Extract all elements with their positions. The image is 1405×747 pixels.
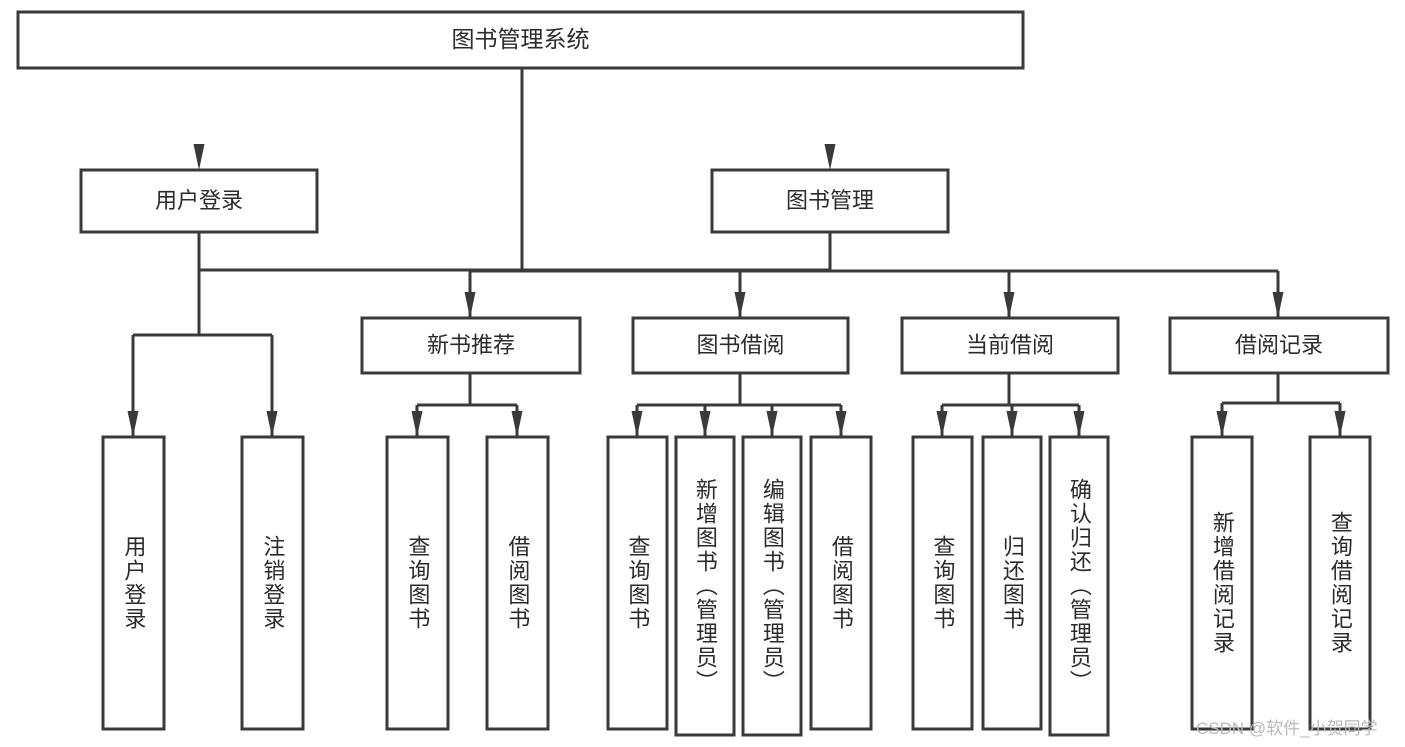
- node-label-root: 图书管理系统: [452, 26, 590, 52]
- node-box-leaf-edit-book-admin[interactable]: [741, 435, 803, 737]
- node-box-leaf-borrow-book-new[interactable]: [485, 435, 550, 731]
- arrow-head-icon: [1216, 411, 1228, 437]
- arrow-head-icon: [835, 411, 847, 437]
- edge-userlogin-bus: [127, 232, 278, 437]
- node-label-borrow-record: 借阅记录: [1235, 332, 1323, 357]
- connector-layer: [127, 68, 1346, 437]
- node-label-book-manage: 图书管理: [786, 188, 874, 213]
- edge-currentborrow-bus: [936, 373, 1085, 437]
- node-box-book-manage[interactable]: [710, 168, 950, 234]
- node-box-current-borrow[interactable]: [900, 316, 1120, 375]
- node-label-user-login: 用户登录: [155, 188, 243, 213]
- node-box-book-borrow[interactable]: [631, 316, 850, 375]
- arrow-head-icon: [824, 144, 836, 170]
- arrow-head-icon: [631, 411, 643, 437]
- arrow-head-icon: [1003, 292, 1015, 318]
- node-box-new-book-recommend[interactable]: [360, 316, 582, 375]
- node-box-leaf-query-book-new[interactable]: [385, 435, 450, 731]
- node-box-leaf-query-book-current[interactable]: [911, 435, 974, 731]
- node-box-leaf-user-login[interactable]: [101, 435, 166, 731]
- node-box-leaf-query-book-borrow[interactable]: [606, 435, 669, 731]
- edge-newbook-bus: [411, 373, 523, 437]
- arrow-head-icon: [127, 411, 139, 437]
- node-box-leaf-query-borrow-record[interactable]: [1308, 435, 1372, 731]
- arrow-head-icon: [511, 411, 523, 437]
- arrow-head-icon: [1334, 411, 1346, 437]
- arrow-head-icon: [734, 292, 746, 318]
- arrow-head-icon: [411, 411, 423, 437]
- node-box-leaf-add-borrow-record[interactable]: [1190, 435, 1254, 731]
- csdn-watermark: CSDN @软件_小贺同学: [1196, 719, 1378, 738]
- node-box-user-login[interactable]: [79, 168, 319, 234]
- edge-bookmanage-bus: [464, 232, 1284, 318]
- node-box-root[interactable]: [16, 10, 1025, 70]
- edge-bookborrow-bus: [631, 373, 847, 437]
- node-box-leaf-return-book[interactable]: [981, 435, 1043, 731]
- node-box-leaf-confirm-return-admin[interactable]: [1048, 435, 1110, 737]
- arrow-head-icon: [936, 411, 948, 437]
- arrow-head-icon: [766, 411, 778, 437]
- node-box-leaf-user-logout[interactable]: [240, 435, 305, 731]
- node-box-leaf-borrow-book[interactable]: [809, 435, 873, 731]
- arrow-head-icon: [1006, 411, 1018, 437]
- arrow-head-icon: [193, 144, 205, 170]
- arrow-head-icon: [1073, 411, 1085, 437]
- node-box-leaf-add-book-admin[interactable]: [674, 435, 736, 737]
- arrow-head-icon: [266, 411, 278, 437]
- node-box-layer: [16, 10, 1390, 737]
- arrow-head-icon: [699, 411, 711, 437]
- node-label-new-book-recommend: 新书推荐: [427, 332, 515, 357]
- arrow-head-icon: [1272, 292, 1284, 318]
- node-label-current-borrow: 当前借阅: [966, 332, 1054, 357]
- node-label-book-borrow: 图书借阅: [696, 332, 784, 357]
- node-box-borrow-record[interactable]: [1168, 316, 1390, 375]
- arrow-head-icon: [464, 292, 476, 318]
- edge-borrowrecord-bus: [1216, 373, 1346, 437]
